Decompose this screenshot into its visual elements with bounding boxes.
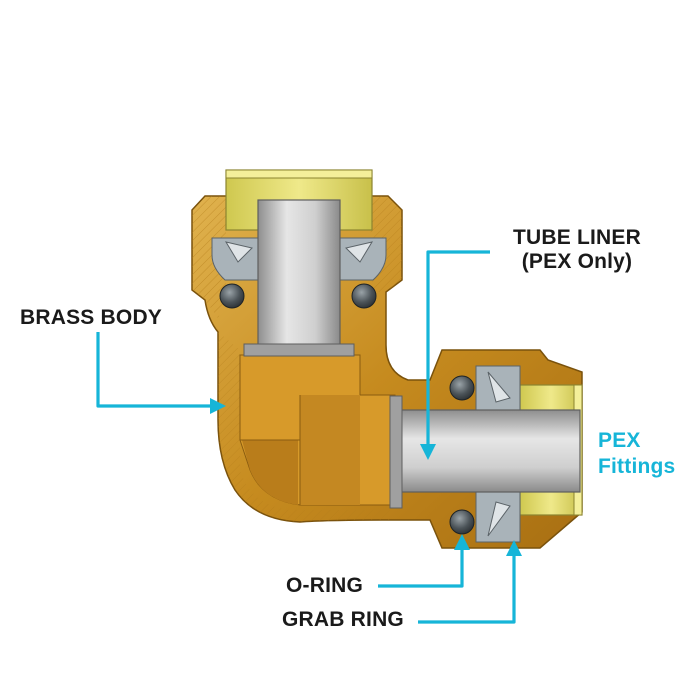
top-o-ring-right: [351, 283, 377, 309]
arrow-icon: [418, 540, 522, 624]
grab-ring-label: GRAB RING: [282, 608, 404, 631]
top-fitting: [211, 169, 387, 357]
arrow-icon: [96, 332, 226, 414]
right-o-ring-bottom: [449, 509, 475, 535]
tube-liner-label: TUBE LINER (PEX Only): [498, 226, 656, 274]
top-tube-liner: [257, 199, 341, 351]
pex-fittings-label-line2: Fittings: [598, 455, 676, 478]
arrow-icon: [378, 534, 470, 588]
arrow-icon: [420, 250, 490, 460]
pex-fittings-label: PEX Fittings: [598, 428, 675, 480]
callout-arrows: [96, 250, 522, 624]
pex-fittings-label-line1: PEX: [598, 429, 641, 452]
o-ring-label: O-RING: [286, 574, 364, 597]
top-o-ring-left: [219, 283, 245, 309]
brass-body-label: BRASS BODY: [20, 306, 163, 329]
tube-liner-label-line2: (PEX Only): [521, 250, 633, 273]
tube-liner-label-line1: TUBE LINER: [513, 226, 641, 249]
right-tube-liner: [397, 409, 581, 493]
right-o-ring-top: [449, 375, 475, 401]
